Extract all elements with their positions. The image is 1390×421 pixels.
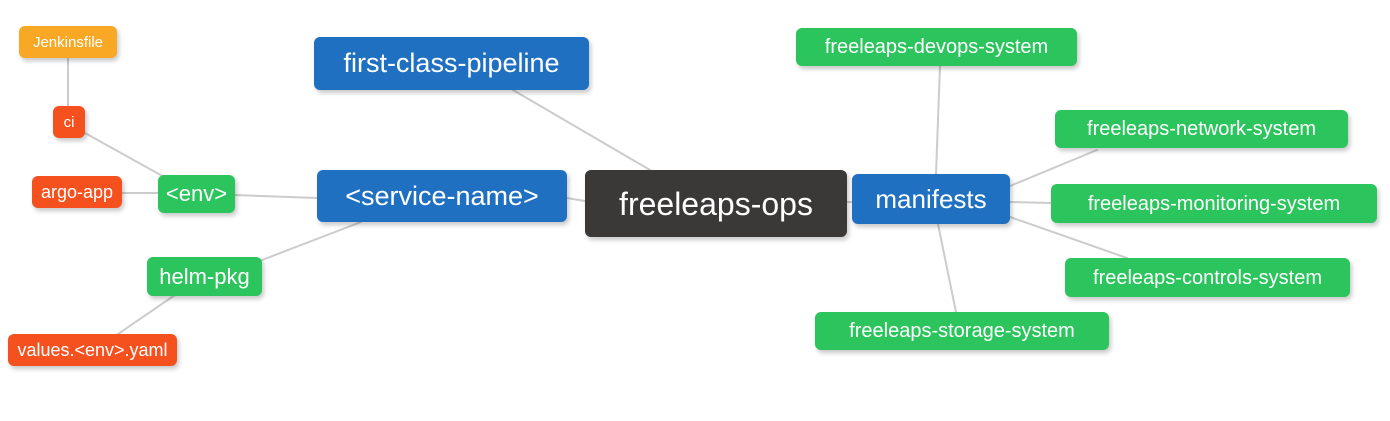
- node-freeleaps-devops-system[interactable]: freeleaps-devops-system: [796, 28, 1077, 66]
- edge-helm-pkg--service-name: [261, 221, 362, 261]
- edge-manifests--freeleaps-storage-system: [937, 223, 957, 313]
- node-freeleaps-ops[interactable]: freeleaps-ops: [585, 170, 847, 237]
- node-helm-pkg[interactable]: helm-pkg: [147, 257, 262, 296]
- edge-first-class-pipeline--freeleaps-ops: [512, 89, 651, 171]
- edge-service-name--freeleaps-ops: [566, 197, 586, 202]
- edge-manifests--freeleaps-monitoring-system: [1009, 201, 1052, 204]
- node-freeleaps-network-system[interactable]: freeleaps-network-system: [1055, 110, 1348, 148]
- node-freeleaps-storage-system[interactable]: freeleaps-storage-system: [815, 312, 1109, 350]
- node-service-name[interactable]: <service-name>: [317, 170, 567, 222]
- edge-ci--env: [84, 132, 167, 179]
- edge-manifests--freeleaps-controls-system: [1009, 216, 1128, 259]
- node-freeleaps-monitoring-system[interactable]: freeleaps-monitoring-system: [1051, 184, 1377, 223]
- node-jenkinsfile[interactable]: Jenkinsfile: [19, 26, 117, 58]
- node-env[interactable]: <env>: [158, 175, 235, 213]
- node-manifests[interactable]: manifests: [852, 174, 1010, 224]
- node-first-class-pipeline[interactable]: first-class-pipeline: [314, 37, 589, 90]
- edge-manifests--freeleaps-network-system: [1009, 149, 1098, 187]
- edge-env--service-name: [234, 194, 318, 199]
- node-values-env-yaml[interactable]: values.<env>.yaml: [8, 334, 177, 366]
- node-freeleaps-controls-system[interactable]: freeleaps-controls-system: [1065, 258, 1350, 297]
- edge-values-env-yaml--helm-pkg: [117, 294, 176, 335]
- edge-manifests--freeleaps-devops-system: [935, 65, 941, 175]
- node-argo-app[interactable]: argo-app: [32, 176, 122, 208]
- node-ci[interactable]: ci: [53, 106, 85, 138]
